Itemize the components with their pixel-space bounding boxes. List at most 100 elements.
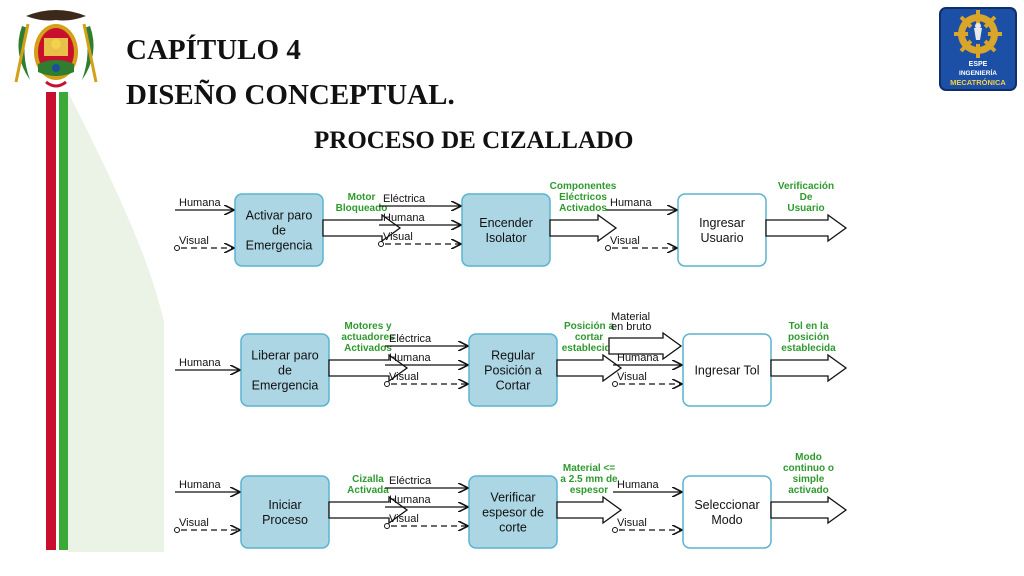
decorative-leaf-shape: [68, 92, 164, 552]
signal-source-dot: [174, 245, 180, 251]
output-flow-label: Verificación: [778, 181, 834, 192]
output-flow-label: Tol en la: [789, 321, 829, 332]
input-flow-label: Humana: [179, 357, 221, 369]
function-box-label: Ingresar Tol: [694, 364, 759, 378]
output-flow-label: establecida: [562, 343, 617, 354]
function-box-label: Iniciar: [268, 498, 301, 512]
function-box-label: Verificar: [490, 491, 535, 505]
function-box: [240, 475, 330, 549]
input-flow-label: Visual: [610, 235, 640, 247]
output-block-arrow: [549, 213, 618, 243]
output-block-arrow: [556, 495, 623, 525]
input-flow-label: Material: [611, 311, 650, 323]
signal-source-dot: [174, 527, 180, 533]
output-flow-label: Activados: [559, 203, 607, 214]
green-stripe: [59, 92, 68, 550]
output-flow-label: Activada: [347, 485, 389, 496]
function-box-label: Seleccionar: [694, 498, 759, 512]
output-flow-label: a 2.5 mm de: [560, 474, 618, 485]
output-flow-label: Cizalla: [352, 474, 384, 485]
signal-source-dot: [378, 241, 384, 247]
input-flow-label: Humana: [179, 479, 221, 491]
chapter-subtitle: DISEÑO CONCEPTUAL.: [126, 79, 455, 111]
input-flow-label: en bruto: [611, 321, 651, 333]
section-title: PROCESO DE CIZALLADO: [314, 127, 634, 154]
output-block-arrow: [770, 495, 848, 525]
output-flow-label: simple: [793, 474, 825, 485]
output-flow-label: continuo o: [783, 463, 834, 474]
output-flow-label: Motor: [348, 192, 376, 203]
output-flow-label: Material <=: [563, 463, 615, 474]
function-box-label: Posición a: [484, 364, 542, 378]
logo-text-ingenieria: INGENIERÍA: [959, 68, 997, 77]
output-block-arrow: [556, 353, 623, 383]
output-block-arrow: [322, 213, 402, 243]
espe-mecatronica-logo: ESPE INGENIERÍA MECATRÓNICA: [939, 7, 1017, 91]
input-flow-label: Humana: [179, 197, 221, 209]
function-box-label: corte: [499, 521, 527, 535]
function-box-label: de: [278, 364, 292, 378]
function-box-label: Ingresar: [699, 216, 745, 230]
material-block-arrow: [608, 331, 683, 361]
function-box: [682, 475, 772, 549]
output-flow-label: activado: [788, 485, 829, 496]
output-flow-label: espesor: [570, 485, 608, 496]
input-flow-label: Eléctrica: [389, 333, 432, 345]
output-flow-label: actuadores: [341, 332, 395, 343]
function-box-label: de: [272, 224, 286, 238]
function-box-label: Liberar paro: [251, 349, 318, 363]
signal-source-dot: [612, 527, 618, 533]
output-flow-label: Modo: [795, 452, 822, 463]
function-box: [461, 193, 551, 267]
input-flow-label: Visual: [617, 371, 647, 383]
output-flow-label: Bloqueado: [336, 203, 388, 214]
input-flow-label: Humana: [389, 494, 431, 506]
input-flow-label: Visual: [617, 517, 647, 529]
input-flow-label: Humana: [610, 197, 652, 209]
function-box-label: Activar paro: [246, 209, 313, 223]
output-flow-label: cortar: [575, 332, 603, 343]
input-flow-label: Eléctrica: [383, 193, 426, 205]
function-box-label: Regular: [491, 349, 535, 363]
input-flow-label: Visual: [389, 371, 419, 383]
input-flow-label: Visual: [383, 231, 413, 243]
output-flow-label: Usuario: [787, 203, 824, 214]
output-flow-label: Componentes: [550, 181, 617, 192]
input-flow-label: Humana: [383, 212, 425, 224]
input-flow-label: Humana: [617, 352, 659, 364]
output-block-arrow: [770, 353, 848, 383]
output-flow-label: Posición a: [564, 321, 614, 332]
function-box-label: Isolator: [486, 231, 527, 245]
logo-text-espe: ESPE: [969, 61, 988, 68]
input-flow-label: Visual: [389, 513, 419, 525]
ecuador-coat-of-arms-logo: [14, 10, 98, 88]
input-flow-label: Visual: [179, 517, 209, 529]
function-box: [677, 193, 767, 267]
output-flow-label: posición: [788, 332, 829, 343]
signal-source-dot: [384, 381, 390, 387]
signal-source-dot: [605, 245, 611, 251]
output-block-arrow: [328, 353, 409, 383]
output-flow-label: Motores y: [344, 321, 392, 332]
output-flow-label: De: [800, 192, 813, 203]
function-box-label: Emergencia: [252, 379, 319, 393]
output-block-arrow: [328, 495, 409, 525]
function-box-label: Modo: [711, 513, 742, 527]
function-box-label: espesor de: [482, 506, 544, 520]
red-stripe: [46, 92, 56, 550]
input-flow-label: Humana: [617, 479, 659, 491]
function-box-label: Cortar: [496, 379, 531, 393]
output-flow-label: Activados: [344, 343, 392, 354]
input-flow-label: Eléctrica: [389, 475, 432, 487]
input-flow-label: Visual: [179, 235, 209, 247]
function-box-label: Usuario: [700, 231, 743, 245]
signal-source-dot: [384, 523, 390, 529]
logo-text-mecatronica: MECATRÓNICA: [950, 78, 1006, 87]
output-block-arrow: [765, 213, 848, 243]
output-flow-label: Eléctricos: [559, 192, 607, 203]
function-box-label: Proceso: [262, 513, 308, 527]
white-stripe: [56, 92, 59, 550]
function-box-label: Encender: [479, 216, 533, 230]
output-flow-label: establecida: [781, 343, 836, 354]
